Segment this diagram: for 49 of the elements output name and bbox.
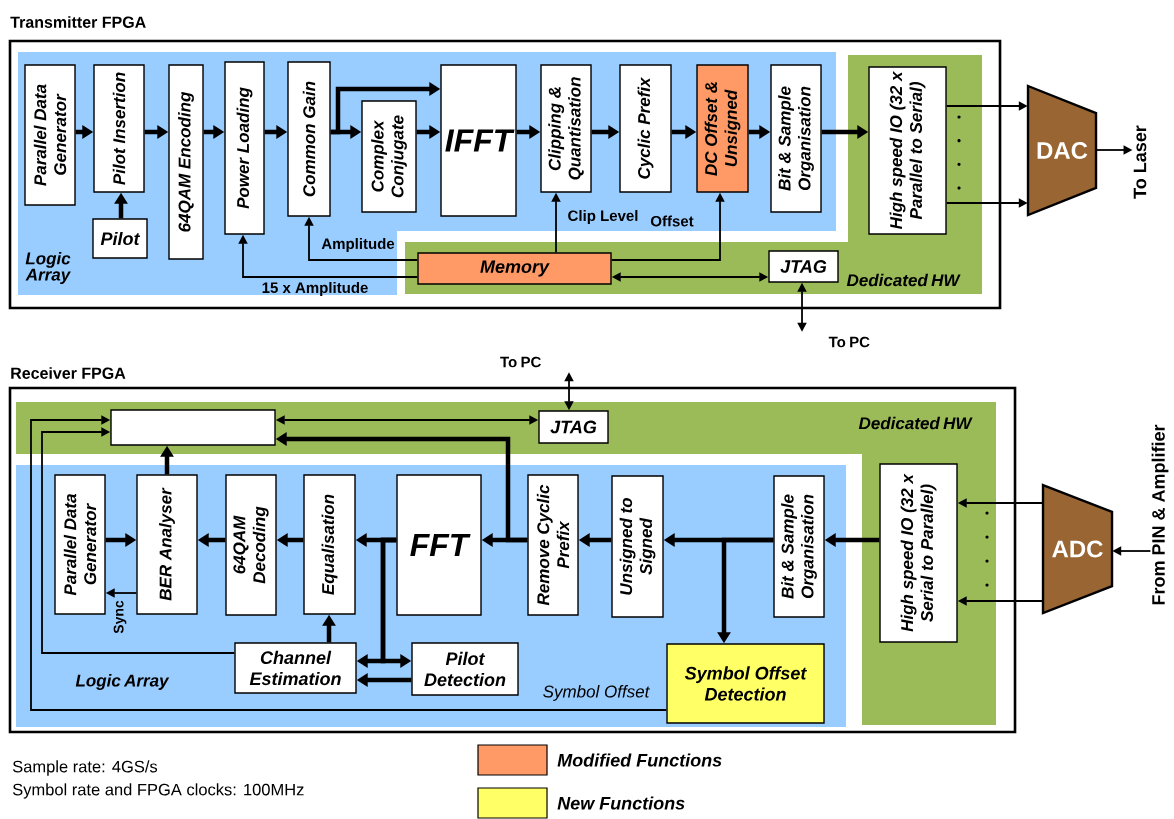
converter-trapezoid: DAC: [1026, 84, 1098, 217]
legend-label: New Functions: [557, 796, 685, 810]
function-block: Parallel Data Generator: [24, 64, 76, 206]
edge-label: Amplitude: [321, 238, 395, 252]
function-block: Pilot: [92, 218, 148, 259]
function-block: Channel Estimation: [234, 642, 357, 694]
function-block: Clipping & Quantisation: [540, 64, 592, 193]
edge-label: Offset: [650, 215, 694, 227]
function-block: IFFT: [440, 64, 517, 217]
function-block: Memory: [417, 252, 612, 285]
edge-label: Symbol Offset: [543, 685, 650, 701]
side-label: To PC: [828, 336, 870, 348]
function-block: FFT: [396, 474, 482, 616]
function-block: DC Offset & Unsigned: [696, 64, 749, 193]
converter-trapezoid: ADC: [1041, 483, 1114, 615]
function-block: Equalisation: [303, 474, 356, 615]
function-block: High speed IO (32 x Parallel to Serial): [868, 66, 947, 235]
note-text: Sample rate: 4GS/s: [12, 760, 158, 776]
function-block: Complex Conjugate: [361, 100, 417, 213]
node-label: Transmitter FPGA: [10, 16, 146, 28]
function-block: BER Analyser: [136, 474, 198, 615]
function-block: Remove Cyclic Prefix: [527, 474, 579, 616]
function-block: Pilot Detection: [411, 642, 519, 696]
edge-label: 15 x Amplitude: [262, 282, 368, 296]
function-block: Common Gain: [287, 61, 331, 217]
function-block: Bit & Sample Organisation: [773, 475, 825, 618]
function-block: High speed IO (32 x Serial to Parallel): [879, 463, 958, 643]
function-block: Power Loading: [224, 61, 265, 235]
side-label: To Laser: [1133, 125, 1147, 199]
function-block: [110, 409, 276, 446]
function-block: 64QAM Decoding: [225, 474, 277, 616]
side-label: From PIN & Amplifier: [1151, 424, 1169, 605]
function-block: Symbol Offset Detection: [666, 643, 825, 724]
arrow: [30, 415, 668, 711]
edge-label: Sync: [113, 600, 127, 634]
function-block: Pilot Insertion: [93, 64, 145, 193]
note-text: Symbol rate and FPGA clocks: 100MHz: [12, 783, 304, 799]
function-block: Bit & Sample Organisation: [770, 64, 822, 213]
function-block: 64QAM Encoding: [168, 64, 204, 260]
function-block: Cyclic Prefix: [619, 64, 672, 193]
edge-label: Clip Level: [568, 210, 638, 224]
side-label: To PC: [500, 356, 541, 368]
function-block: Parallel Data Generator: [54, 474, 106, 615]
function-block: Unsigned to Signed: [611, 475, 664, 618]
legend-label: Modified Functions: [557, 753, 722, 767]
arrow: [41, 427, 236, 654]
function-block: JTAG: [768, 250, 839, 283]
node-label: Receiver FPGA: [11, 367, 126, 379]
function-block: JTAG: [538, 410, 609, 444]
